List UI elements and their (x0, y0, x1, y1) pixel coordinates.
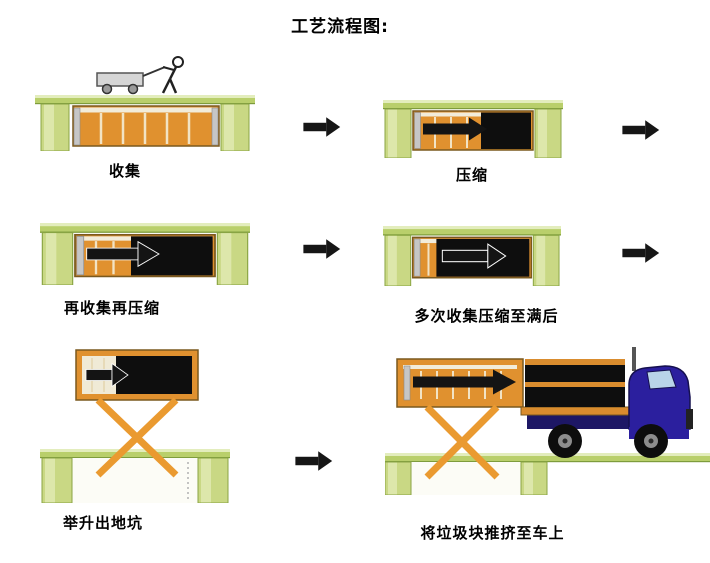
pit-walls (41, 232, 249, 285)
exhaust-stack-icon (632, 347, 636, 371)
scissor-lift-icon (424, 404, 500, 480)
stage-label-compression: 压缩 (455, 166, 488, 184)
full-container-pit-illustration (383, 226, 561, 286)
waste-container (412, 110, 534, 151)
diagram-title: 工艺流程图: (291, 17, 389, 37)
flow-arrow-icon (295, 451, 333, 471)
push-arrow-icon (86, 240, 160, 268)
pit-walls (41, 457, 229, 503)
pit-walls (385, 461, 548, 495)
stage-label-lift: 举升出地坑 (62, 514, 143, 532)
stage-label-recollect: 再收集再压缩 (63, 299, 160, 317)
compressed-waste-block (481, 112, 531, 149)
push-arrow-icon (413, 369, 516, 395)
collection-pit-illustration (35, 56, 255, 151)
truck-wheel-icon (634, 424, 668, 458)
raised-waste-container (396, 358, 524, 408)
ground-surface (383, 100, 563, 110)
flow-arrow-icon (303, 239, 341, 259)
push-arrow-icon (85, 362, 129, 388)
pit-walls (40, 103, 250, 151)
scissor-lift-icon (95, 397, 179, 478)
raised-waste-container (75, 349, 199, 401)
compression-pit-illustration (383, 100, 563, 158)
stage-label-full: 多次收集压缩至满后 (414, 307, 559, 325)
truck-wheel-icon (548, 424, 582, 458)
ground-surface (40, 223, 250, 233)
pit-walls (384, 234, 560, 286)
empty-pit (411, 462, 521, 495)
waste-container (74, 233, 216, 278)
flow-arrow-icon (622, 120, 660, 140)
recollect-recompress-pit-illustration (40, 223, 250, 285)
push-to-truck-illustration (385, 347, 710, 495)
flow-arrow-icon (622, 243, 660, 263)
waste-container (72, 105, 220, 147)
stage-label-push-to-truck: 将垃圾块推挤至车上 (420, 524, 565, 542)
truck-icon (520, 347, 693, 458)
pit-walls (384, 108, 562, 158)
ground-surface (383, 226, 561, 236)
flow-arrow-icon (303, 117, 341, 137)
waste-block-on-truck (525, 359, 625, 407)
scissor-lift-pit-illustration (40, 349, 230, 503)
ground-surface (35, 95, 255, 105)
truck-bumper (686, 409, 693, 429)
waste-container (411, 236, 533, 279)
worker-cart-icon (96, 56, 184, 95)
ground-surface (40, 449, 230, 459)
empty-pit (72, 458, 198, 503)
truck-window (646, 369, 677, 390)
push-arrow-icon (441, 243, 507, 269)
truck-cab (628, 365, 691, 430)
stage-label-collection: 收集 (108, 162, 141, 180)
push-arrow-icon (423, 117, 487, 141)
